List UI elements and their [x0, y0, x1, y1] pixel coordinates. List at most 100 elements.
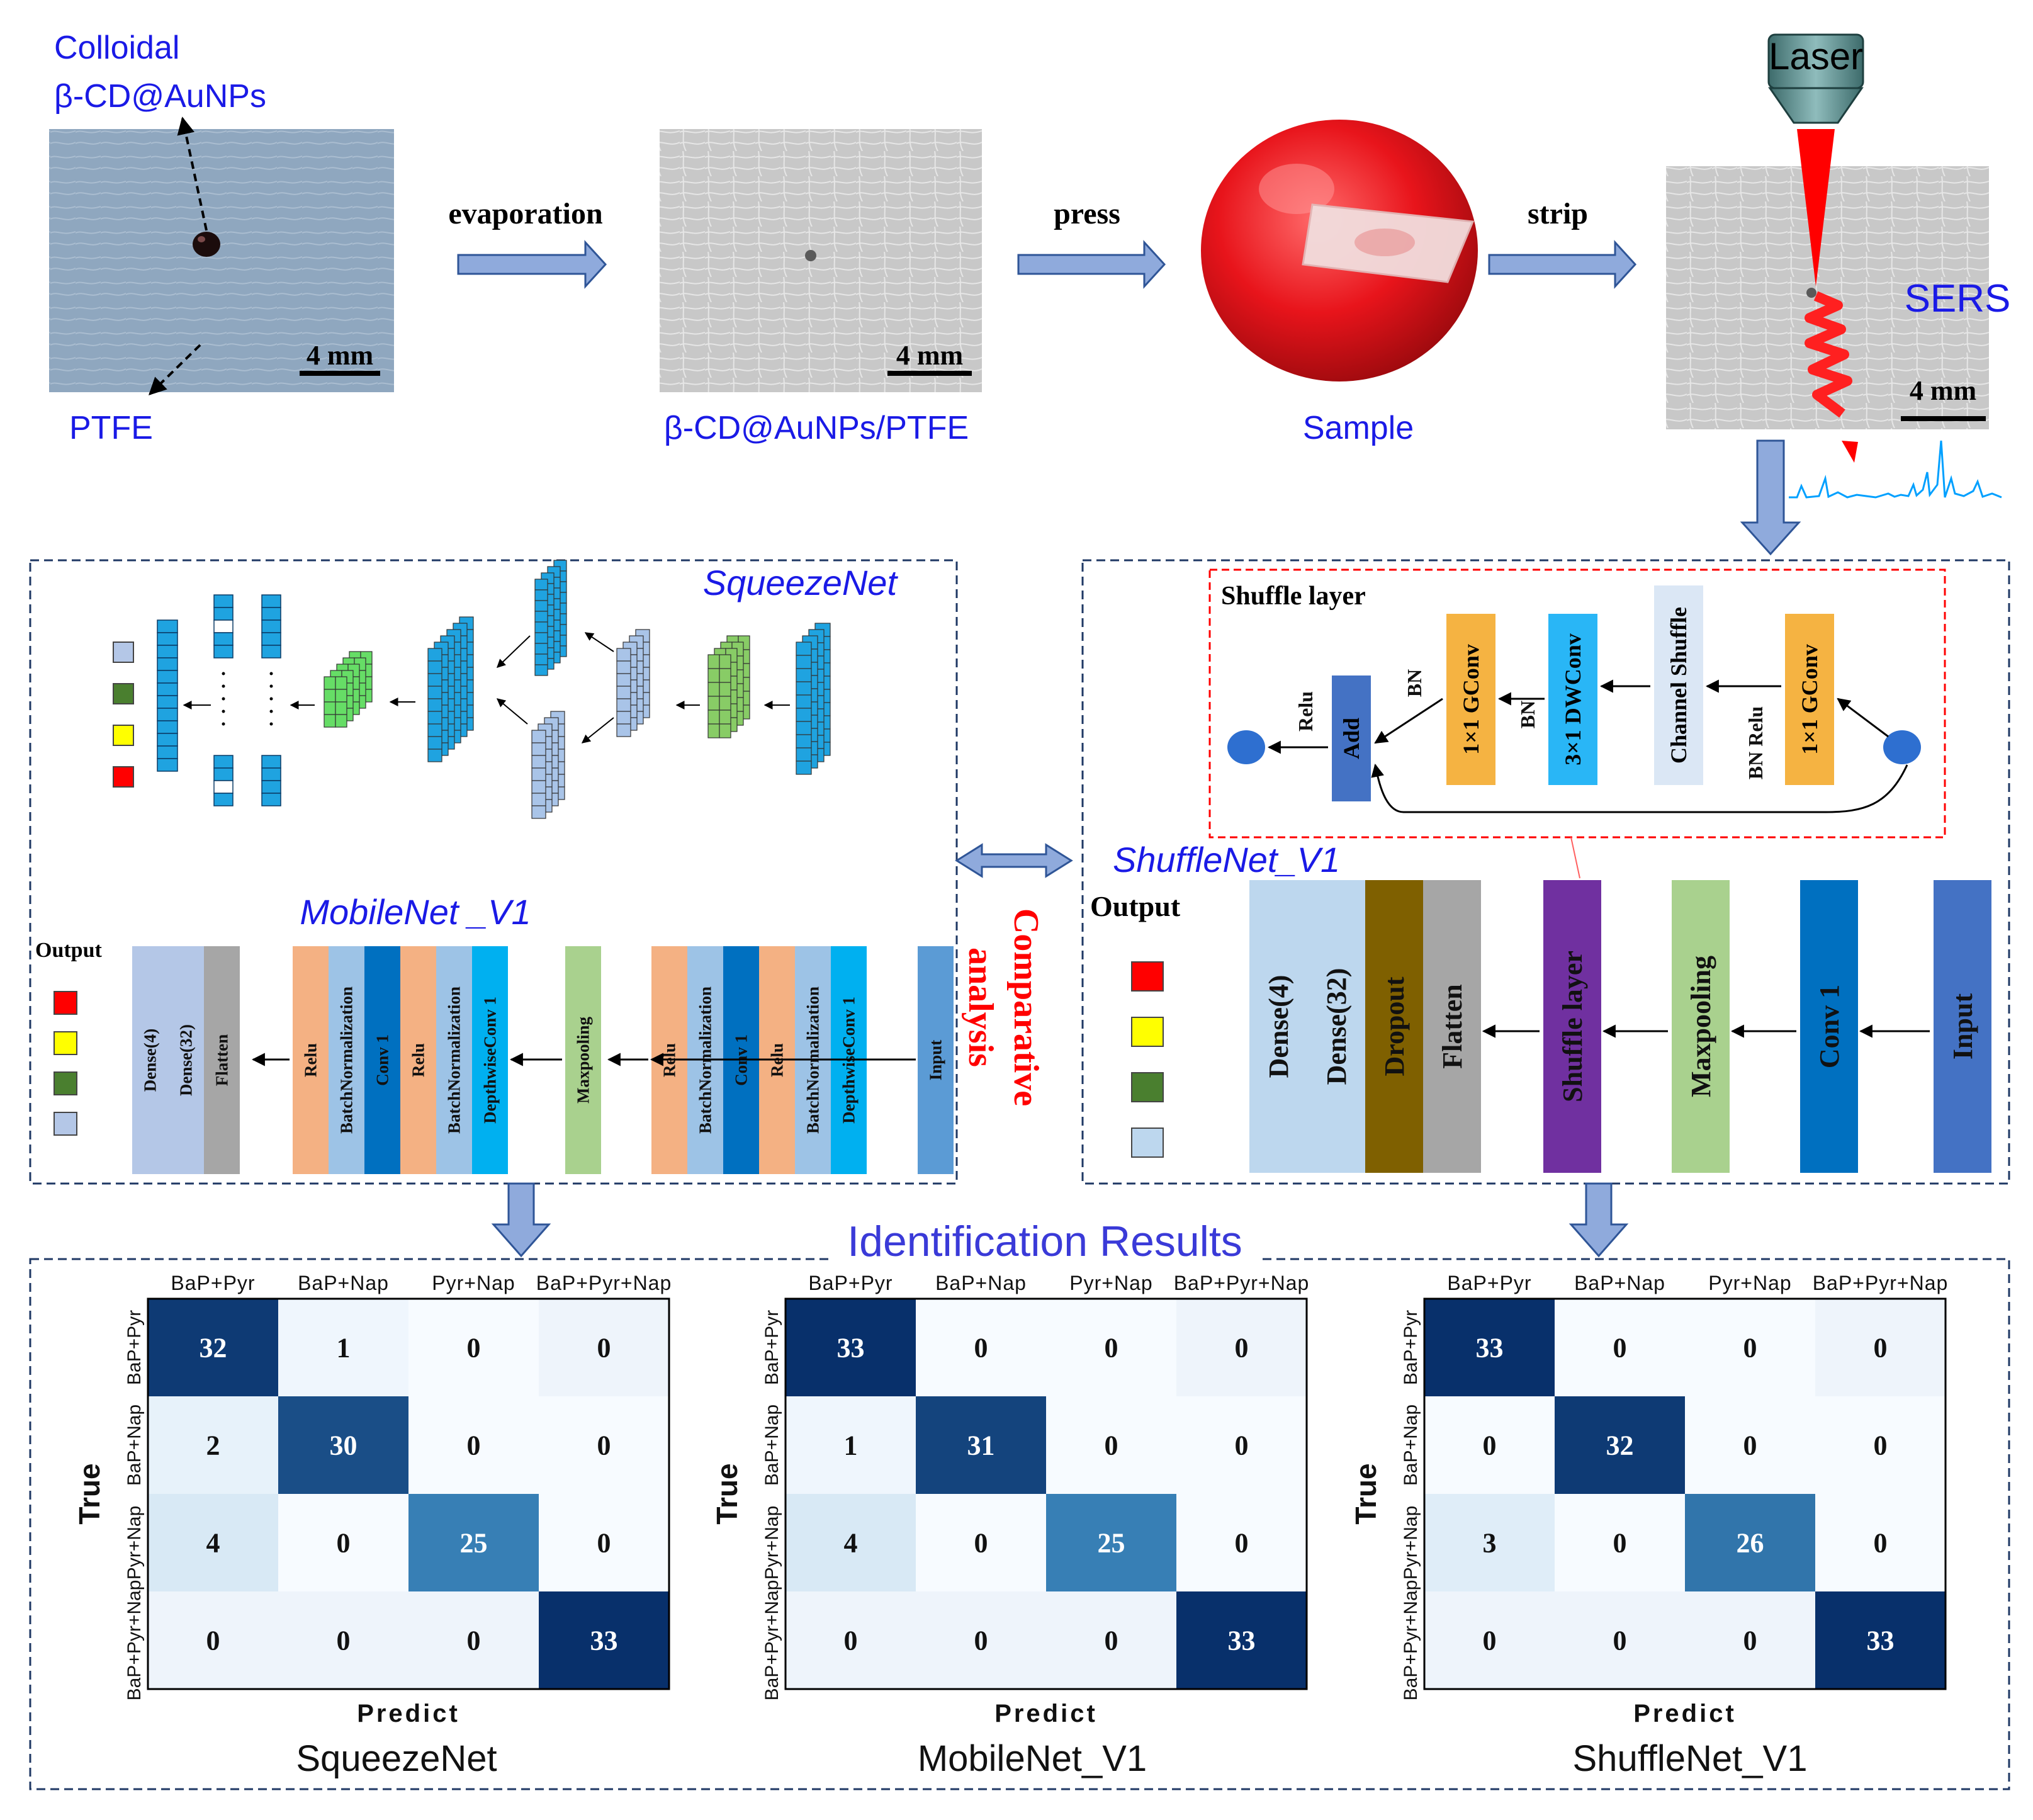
shuffle-block [1654, 585, 1703, 785]
blue-feature-map [534, 643, 548, 655]
matrix-value: 33 [1476, 1333, 1504, 1364]
shuffle-block-label: 3×1 DWConv [1560, 633, 1585, 766]
feature-cell [213, 645, 234, 658]
blue-feature-map [534, 664, 548, 676]
matrix-cell [1685, 1396, 1815, 1494]
matrix-value: 4 [206, 1528, 220, 1559]
matrix-value: 3 [1483, 1528, 1497, 1559]
mobilenet-layer-label: Conv 1 [373, 1034, 392, 1086]
matrix-cell [916, 1591, 1046, 1689]
laser-objective: Laser [1767, 33, 1864, 124]
shuffle-edge-label: BN Relu [1744, 706, 1767, 779]
matrix-cell [1046, 1494, 1176, 1591]
right-model-panel [1081, 559, 2010, 1185]
matrix-xlabel: Predict [357, 1700, 460, 1727]
mobilenet-layer [132, 946, 168, 1174]
mobilenet-layer-label: BatchNormalization [337, 986, 356, 1134]
mobilenet-layer [204, 946, 240, 1174]
matrix-cell [1815, 1299, 1946, 1396]
matrix-value: 1 [337, 1333, 351, 1364]
shuffle-block-label: Channel Shuffle [1666, 607, 1691, 764]
matrix-x-tick: BaP+Nap [935, 1272, 1027, 1294]
matrix-value: 0 [1874, 1333, 1888, 1364]
matrix-cell [1685, 1494, 1815, 1591]
blue-feature-map [534, 579, 548, 591]
input-feature-map [796, 694, 812, 709]
feature-cell [261, 793, 281, 806]
shufflenet-layer-label: Shuffle layer [1557, 951, 1588, 1102]
mobilenet-layer [918, 946, 954, 1174]
down-arrow-sers [1740, 439, 1801, 556]
input-feature-map [796, 655, 812, 669]
mobilenet-layer-label: DepthwiseConv 1 [481, 997, 500, 1124]
matrix-cell [408, 1299, 539, 1396]
matrix-cell [786, 1396, 916, 1494]
green-feature-map [719, 682, 731, 697]
green-feature-map [719, 654, 731, 669]
matrix-value: 1 [844, 1430, 858, 1461]
blue-feature-map [534, 653, 548, 665]
green-feature-map [335, 676, 347, 690]
feature-cell [157, 619, 178, 633]
feature-cell [157, 657, 178, 671]
feature-cell [213, 767, 234, 781]
green-feature-map [707, 709, 720, 725]
shufflenet-output-label: Output [1090, 890, 1181, 922]
shufflenet-output-square [1131, 961, 1164, 992]
squeezenet-diagram [113, 560, 831, 819]
matrix-value: 0 [1235, 1528, 1249, 1559]
green-feature-map [707, 654, 720, 669]
input-node [1883, 730, 1921, 764]
squeezenet-title: SqueezeNet [703, 563, 899, 602]
matrix-cell [786, 1591, 916, 1689]
squeezenet-output-square [113, 725, 134, 746]
blue-feature-map [427, 673, 442, 687]
squeezenet-output-square [113, 683, 134, 704]
matrix-y-tick: Pyr+Nap [1400, 1506, 1421, 1580]
matrix-value: 0 [1613, 1333, 1627, 1364]
matrix-x-tick: Pyr+Nap [1708, 1272, 1791, 1294]
colloidal-label: Colloidal [54, 30, 179, 66]
matrix-cell [1046, 1396, 1176, 1494]
lightblue-feature-map [616, 686, 631, 699]
matrix-cell [539, 1591, 669, 1689]
lightblue-feature-map [531, 780, 546, 794]
matrix-cell [1176, 1591, 1307, 1689]
feature-cell [261, 619, 281, 633]
matrix-value: 0 [1235, 1333, 1249, 1364]
matrix-ylabel: True [1349, 1463, 1382, 1524]
laser-label: Laser [1769, 35, 1863, 77]
mobilenet-layer-label: BatchNormalization [445, 986, 464, 1134]
matrix-cell [786, 1299, 916, 1396]
matrix-value: 33 [1867, 1625, 1895, 1656]
matrix-value: 33 [837, 1333, 865, 1364]
ptfe-droplet-photo: 4 mm [49, 129, 394, 392]
matrix-x-tick: BaP+Pyr [171, 1272, 255, 1294]
blue-feature-map [534, 600, 548, 612]
tomato-sample [1201, 120, 1478, 382]
matrix-frame [147, 1297, 670, 1690]
lightblue-feature-map [616, 660, 631, 674]
mobilenet-layer [364, 946, 400, 1174]
blue-feature-map [534, 632, 548, 644]
matrix-cell [539, 1396, 669, 1494]
results-title: Identification Results [847, 1218, 1242, 1265]
mobilenet-layer-label: Dense(32) [177, 1024, 196, 1096]
blue-feature-map [427, 648, 442, 662]
mobilenet-layer [472, 946, 508, 1174]
green-feature-map [324, 701, 336, 715]
comparison-double-arrow [955, 843, 1073, 878]
shufflenet-layer [1249, 880, 1307, 1173]
matrix-cell [1176, 1396, 1307, 1494]
matrix-value: 4 [844, 1528, 858, 1559]
blue-feature-map [427, 660, 442, 674]
matrix-value: 31 [967, 1430, 995, 1461]
matrix-cell [408, 1494, 539, 1591]
matrix-cell [1176, 1494, 1307, 1591]
matrix-y-tick: BaP+Nap [762, 1405, 782, 1486]
substrate-photo: 4 mm [660, 129, 982, 392]
blue-feature-map [534, 611, 548, 623]
matrix-value: 0 [337, 1625, 351, 1656]
matrix-cell [1424, 1591, 1555, 1689]
